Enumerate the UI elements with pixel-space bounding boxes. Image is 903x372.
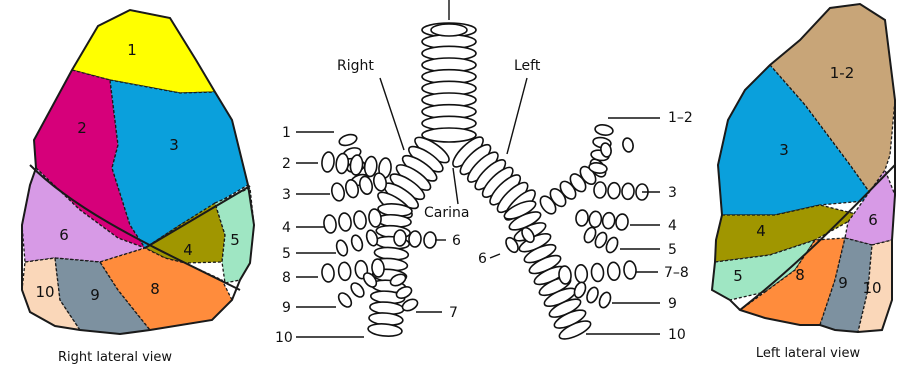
right-bronchus-number-1: 1 bbox=[282, 125, 291, 141]
right-lung: 1 2 3 4 5 6 8 9 10 Right lateral view bbox=[22, 10, 254, 365]
right-segmental-ring bbox=[336, 291, 354, 310]
right-bronchus-number-3: 3 bbox=[282, 187, 291, 203]
right-segmental-ring bbox=[321, 263, 335, 282]
left-segment-label-1-2: 1-2 bbox=[830, 64, 855, 82]
right-segmental-ring bbox=[338, 133, 358, 148]
left-segment-label-8: 8 bbox=[795, 266, 805, 284]
left-segmental-ring bbox=[622, 183, 635, 200]
left-lung-caption: Left lateral view bbox=[756, 346, 861, 361]
right-lung-caption: Right lateral view bbox=[58, 350, 172, 365]
right-bronchus-number-6: 6 bbox=[452, 233, 461, 249]
left-bronchus-number-7-8: 7–8 bbox=[664, 265, 689, 281]
right-main-bronchus bbox=[321, 133, 453, 338]
right-segmental-ring bbox=[423, 232, 436, 249]
right-segment-label-10: 10 bbox=[35, 283, 54, 301]
left-bronchus-number-10: 10 bbox=[668, 327, 686, 343]
right-segmental-ring bbox=[353, 210, 367, 229]
right-segmental-ring bbox=[323, 214, 337, 233]
right-segmental-ring bbox=[321, 151, 335, 172]
right-segmental-ring bbox=[349, 281, 367, 300]
right-segmental-ring bbox=[358, 175, 374, 195]
left-bronchus-number-9: 9 bbox=[668, 296, 677, 312]
right-segmental-ring bbox=[330, 182, 346, 202]
left-segmental-ring bbox=[597, 291, 612, 310]
right-segment-label-4: 4 bbox=[183, 241, 193, 259]
right-segment-label-6: 6 bbox=[59, 226, 69, 244]
right-bronchus-number-10: 10 bbox=[275, 330, 293, 346]
right-bronchus-number-5: 5 bbox=[282, 246, 291, 262]
left-segmental-ring bbox=[607, 262, 620, 281]
right-segmental-ring bbox=[335, 239, 350, 257]
left-segmental-ring bbox=[622, 137, 635, 153]
left-segmental-ring bbox=[594, 182, 607, 199]
right-segmental-ring bbox=[335, 153, 349, 174]
left-segmental-ring bbox=[591, 263, 604, 282]
left-segmental-ring bbox=[575, 264, 588, 283]
left-bronchus-number-1-2: 1–2 bbox=[668, 110, 693, 126]
left-segmental-ring bbox=[572, 281, 587, 300]
left-segment-label-3: 3 bbox=[779, 141, 789, 159]
right-segmental-ring bbox=[338, 262, 352, 281]
right-bronchus-number-9: 9 bbox=[282, 300, 291, 316]
right-bronchus-number-4: 4 bbox=[282, 220, 291, 236]
left-segmental-ring bbox=[589, 211, 603, 228]
trachea bbox=[422, 23, 476, 142]
right-bronchus-label: Right bbox=[337, 58, 374, 74]
left-bronchus-label: Left bbox=[514, 58, 541, 74]
bronchial-tree: Right Left Carina 1 2 3 4 5 8 9 10 6 7 1… bbox=[275, 0, 693, 346]
right-segment-label-5: 5 bbox=[230, 231, 240, 249]
left-main-bronchus bbox=[449, 124, 649, 343]
right-segmental-ring bbox=[350, 234, 365, 252]
left-segmental-ring bbox=[602, 212, 616, 229]
left-bronchus-number-4: 4 bbox=[668, 218, 677, 234]
right-segment-label-2: 2 bbox=[77, 119, 87, 137]
right-bronchus-number-2: 2 bbox=[282, 156, 291, 172]
left-segmental-ring bbox=[615, 213, 629, 230]
left-bronchus-number-6: 6 bbox=[478, 251, 487, 267]
right-segment-label-9: 9 bbox=[90, 286, 100, 304]
left-segment-label-4: 4 bbox=[756, 222, 766, 240]
left-segmental-ring bbox=[585, 286, 600, 305]
left-bronchus-number-3: 3 bbox=[668, 185, 677, 201]
carina-label: Carina bbox=[424, 205, 469, 221]
left-segment-label-5: 5 bbox=[733, 267, 743, 285]
right-segmental-ring bbox=[408, 231, 421, 248]
left-segmental-ring bbox=[558, 266, 571, 285]
right-segment-label-3: 3 bbox=[169, 136, 179, 154]
left-segmental-ring bbox=[575, 209, 589, 226]
left-segmental-ring bbox=[594, 124, 613, 137]
left-segmental-ring bbox=[608, 182, 621, 199]
right-segmental-ring bbox=[338, 212, 352, 231]
right-segment-label-8: 8 bbox=[150, 280, 160, 298]
left-segment-label-9: 9 bbox=[838, 274, 848, 292]
right-segment-label-1: 1 bbox=[127, 41, 137, 59]
right-bronchus-number-7: 7 bbox=[449, 305, 458, 321]
left-segment-label-6: 6 bbox=[868, 211, 878, 229]
left-lung: 1-2 3 4 5 6 8 9 10 Left lateral view bbox=[712, 4, 895, 361]
left-segmental-ring bbox=[623, 261, 636, 280]
right-segmental-ring bbox=[393, 230, 406, 247]
right-bronchus-number-8: 8 bbox=[282, 270, 291, 286]
left-segment-label-10: 10 bbox=[862, 279, 881, 297]
left-bronchus-number-5: 5 bbox=[668, 242, 677, 258]
trachea-opening bbox=[431, 24, 467, 36]
